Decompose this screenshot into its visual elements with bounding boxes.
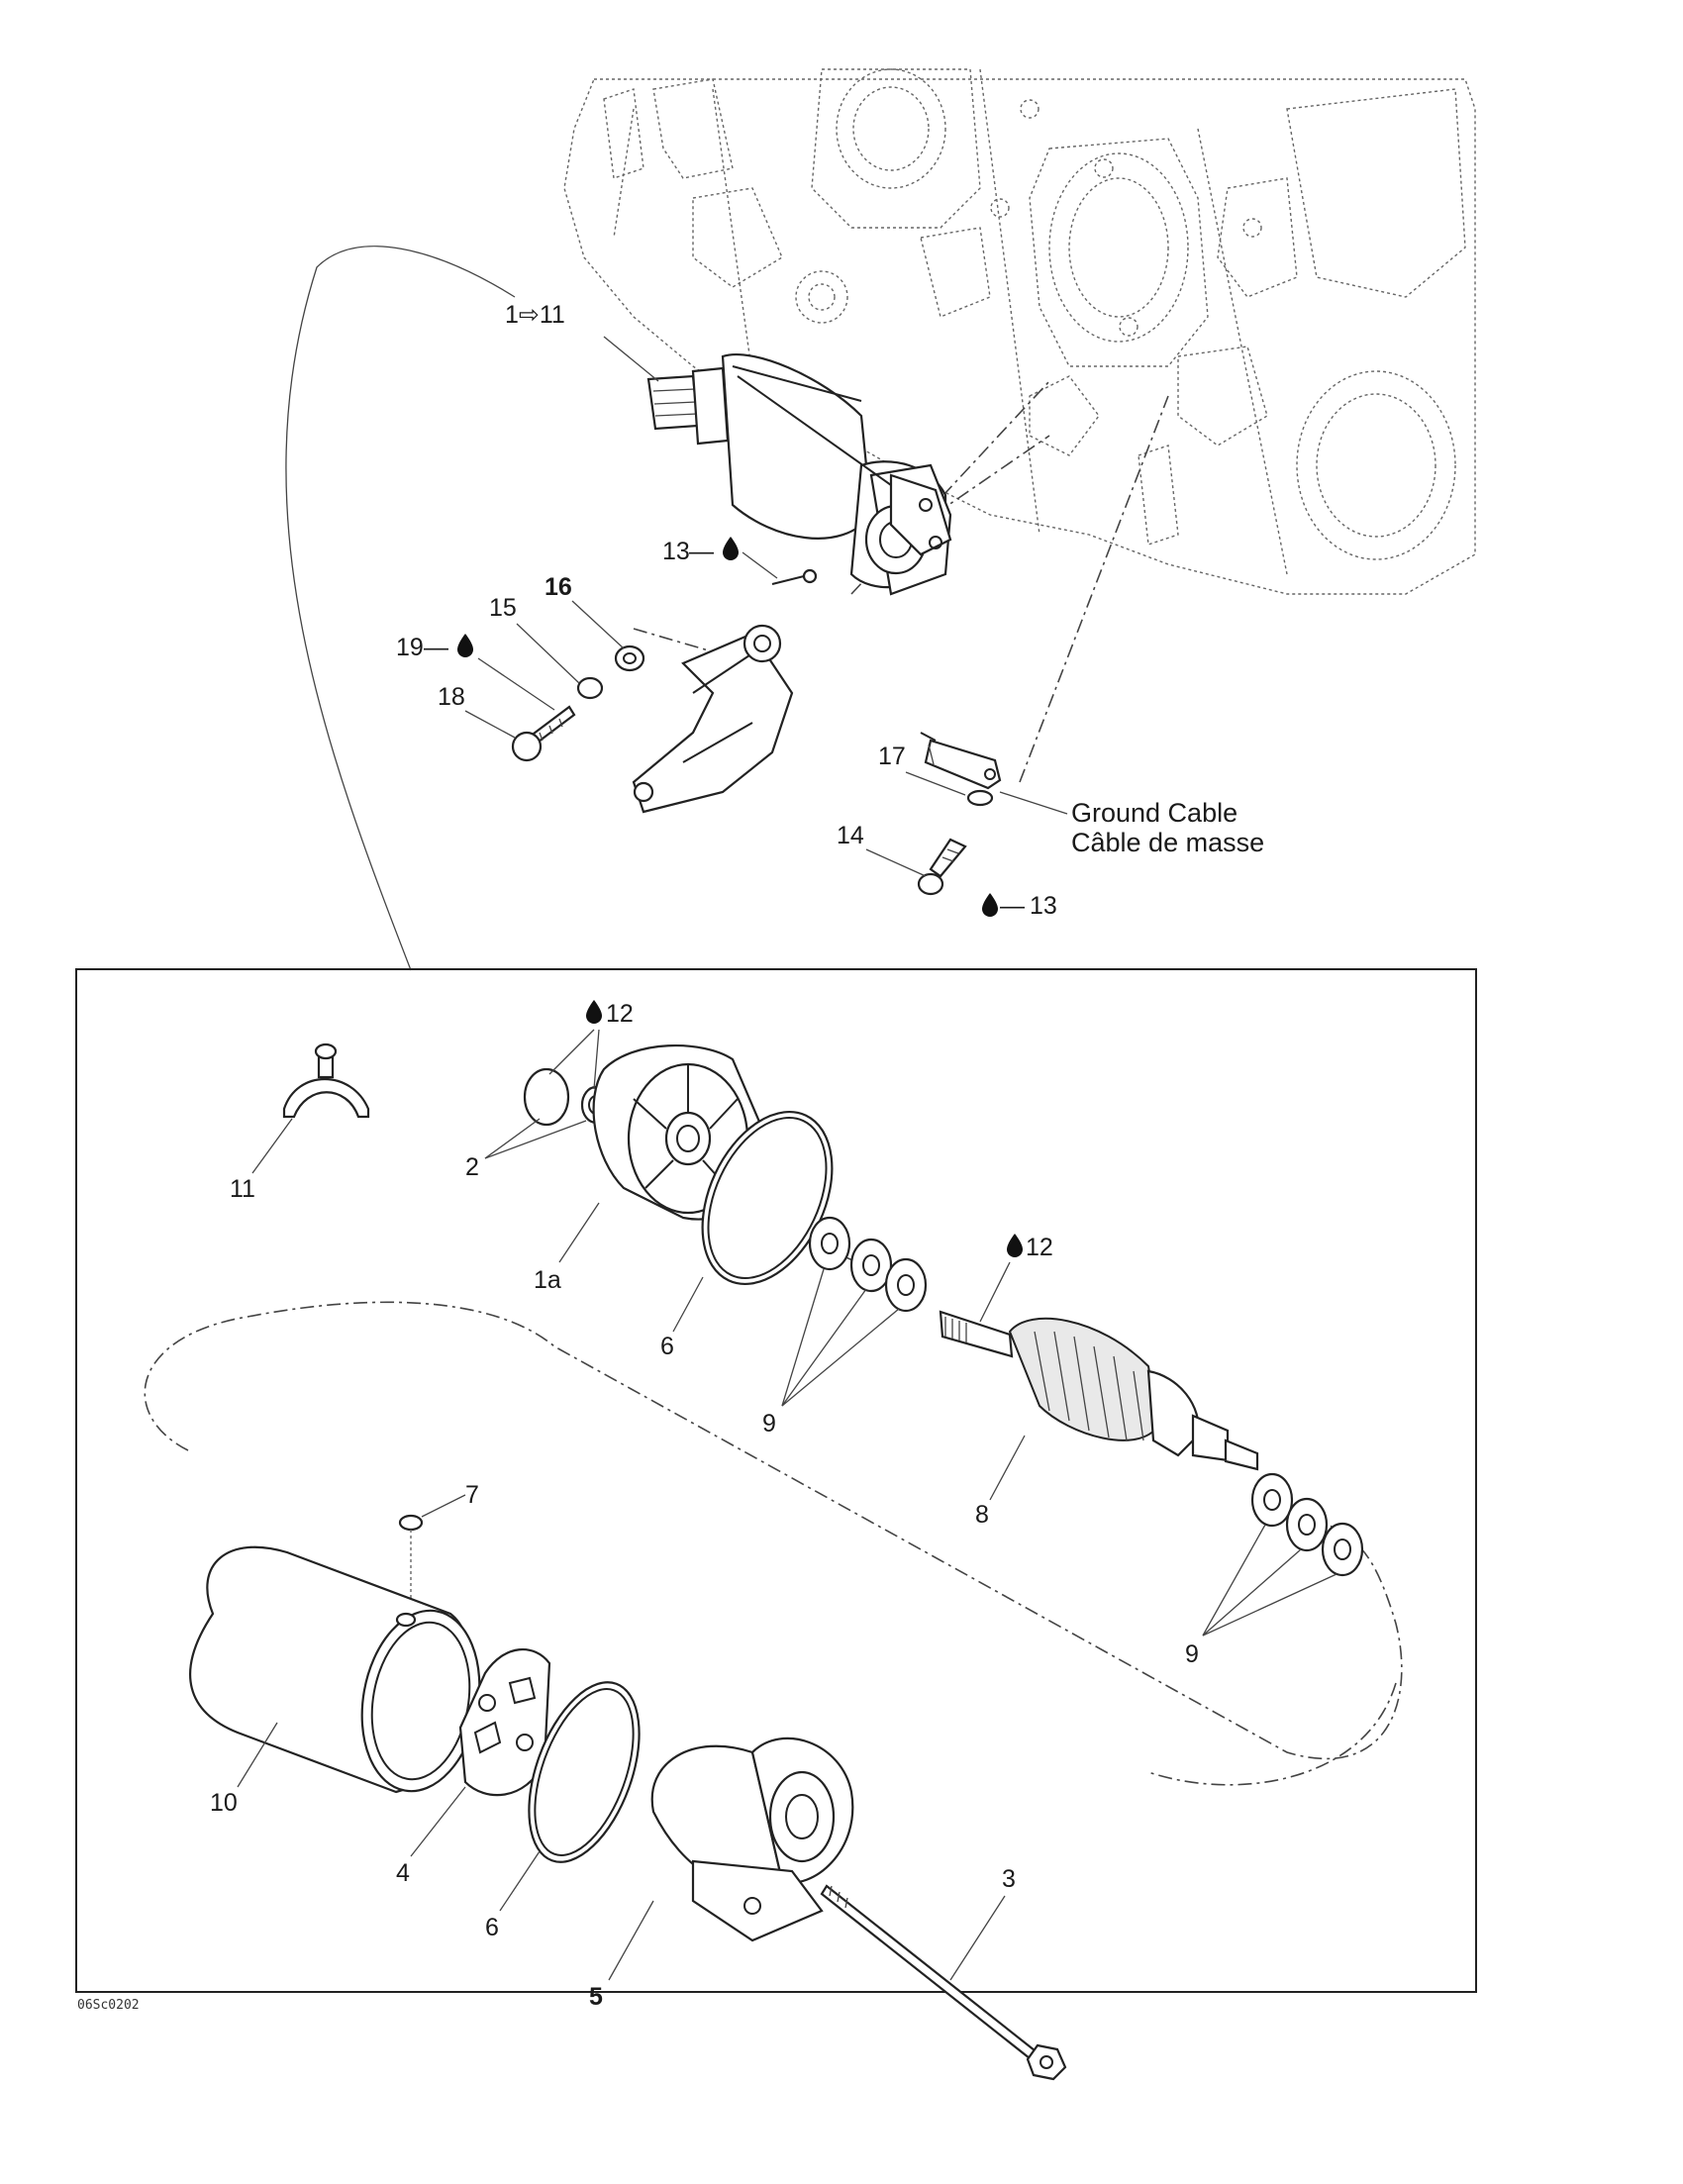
part-6-oring-bottom <box>528 1681 641 1863</box>
callout-13-top: 13 — <box>662 537 739 565</box>
inset-frame <box>75 968 1477 1993</box>
lubricant-drop-icon <box>723 537 739 560</box>
callout-10: 10 <box>210 1789 238 1817</box>
callout-6-top: 6 <box>660 1333 674 1360</box>
ground-cable-label-fr: Câble de masse <box>1071 828 1264 857</box>
image-code: 06Sc0202 <box>77 1998 140 2013</box>
ground-cable-label-en: Ground Cable <box>1071 798 1238 828</box>
washer-15 <box>576 676 604 700</box>
callout-17: 17 <box>878 743 906 770</box>
callout-14: 14 <box>837 822 864 849</box>
engine-block-outline <box>563 68 1476 595</box>
alignment-line-ground <box>1019 395 1169 783</box>
lubricant-drop-icon <box>982 893 998 917</box>
ground-cable-terminal <box>920 732 1002 790</box>
lock-washer-16 <box>614 645 645 672</box>
washer-17 <box>966 789 994 807</box>
lubricant-drop-icon <box>1007 1234 1023 1257</box>
part-9-washers-top <box>808 1216 928 1313</box>
screw-18 <box>511 705 576 762</box>
svg-text:—: — <box>1000 892 1025 920</box>
svg-text:12: 12 <box>1026 1234 1053 1261</box>
lubricant-drop-icon <box>586 1000 602 1024</box>
callout-9-bottom: 9 <box>1185 1640 1199 1668</box>
callout-6-bottom: 6 <box>485 1914 499 1941</box>
lubricant-drop-icon <box>457 634 473 657</box>
callout-5: 5 <box>589 1983 603 2011</box>
assembly-loop-line <box>144 1301 1403 1760</box>
part-9-washers-bottom <box>1250 1472 1364 1577</box>
callout-4: 4 <box>396 1859 410 1887</box>
callout-19: 19 — <box>396 634 473 661</box>
part-3-through-bolt <box>820 1884 1067 2081</box>
part-8-armature <box>939 1310 1259 1471</box>
svg-text:19: 19 <box>396 634 424 661</box>
callout-18: 18 <box>438 683 465 711</box>
callout-2: 2 <box>465 1153 479 1181</box>
callout-12-top: 12 <box>586 1000 634 1028</box>
svg-text:—: — <box>689 538 714 565</box>
svg-text:13: 13 <box>1030 892 1057 920</box>
callout-9-top: 9 <box>762 1410 776 1438</box>
svg-text:13: 13 <box>662 538 690 565</box>
callout-8: 8 <box>975 1501 989 1529</box>
screw-14 <box>917 838 967 896</box>
callout-16: 16 <box>544 573 572 601</box>
part-5-end-housing <box>650 1737 854 1942</box>
inset-connector-curve <box>285 246 516 971</box>
callout-12-mid: 12 <box>1007 1234 1053 1261</box>
part-7-plug <box>398 1514 424 1532</box>
starter-support-bracket <box>632 624 794 814</box>
callout-15: 15 <box>489 594 517 622</box>
callout-3: 3 <box>1002 1865 1016 1893</box>
part-11-clip <box>282 1042 370 1119</box>
starter-motor-assembled <box>646 353 952 596</box>
callout-1-11: 1⇨11 <box>505 301 565 329</box>
svg-text:—: — <box>424 634 448 661</box>
svg-text:12: 12 <box>606 1000 634 1028</box>
callout-11: 11 <box>230 1175 255 1203</box>
callout-7: 7 <box>465 1481 479 1509</box>
callout-13-bottom: — 13 <box>982 892 1057 920</box>
callout-1a: 1a <box>534 1266 561 1294</box>
part-10-yoke <box>189 1545 481 1794</box>
